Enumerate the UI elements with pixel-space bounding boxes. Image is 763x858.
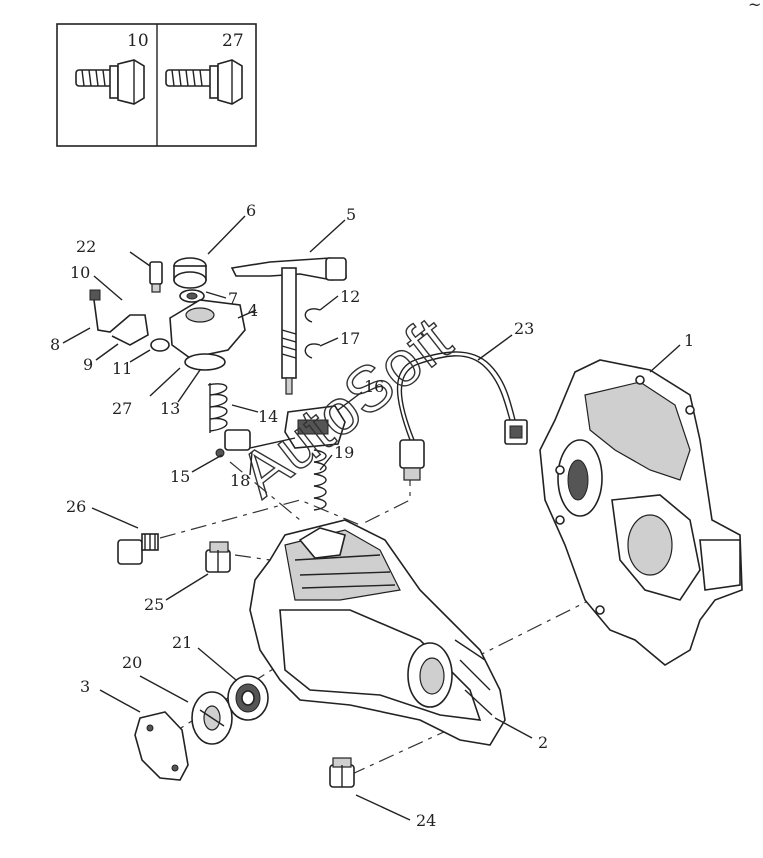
- bolt-27-icon: [165, 59, 243, 105]
- drain-plug-24: [329, 757, 355, 788]
- callout-24: 24: [416, 811, 436, 830]
- callout-15: 15: [170, 467, 190, 486]
- callout-23: 23: [514, 319, 534, 338]
- callout-11: 11: [112, 359, 132, 378]
- callout-13: 13: [160, 399, 180, 418]
- callout-20: 20: [122, 653, 142, 672]
- bolt-10-icon: [75, 59, 145, 105]
- callout-12: 12: [340, 287, 360, 306]
- plate-20: [191, 691, 233, 745]
- callout-21: 21: [172, 633, 192, 652]
- callout-10: 10: [70, 263, 90, 282]
- callout-1: 1: [684, 331, 694, 350]
- callout-3: 3: [80, 677, 90, 696]
- shift-mechanism: [89, 257, 347, 511]
- callout-26: 26: [66, 497, 86, 516]
- callout-18: 18: [230, 471, 250, 490]
- callout-14: 14: [258, 407, 278, 426]
- callout-17: 17: [340, 329, 360, 348]
- plug-26: [117, 533, 159, 565]
- callout-4: 4: [248, 301, 258, 320]
- callout-27: 27: [112, 399, 132, 418]
- cover-plate-3: [134, 711, 189, 781]
- bearing-21: [227, 675, 269, 721]
- callout-9: 9: [83, 355, 93, 374]
- callout-16: 16: [364, 377, 384, 396]
- callout-5: 5: [346, 205, 356, 224]
- callout-8: 8: [50, 335, 60, 354]
- callout-25: 25: [144, 595, 164, 614]
- transmission-case-1: [539, 359, 743, 666]
- leader-lines: [62, 215, 681, 821]
- callout-numbers: 1 2 3 4 5 6 7 8 9 10 11 12 13 14 15 16 1…: [50, 201, 694, 830]
- callout-22: 22: [76, 237, 96, 256]
- callout-2: 2: [538, 733, 548, 752]
- callout-19: 19: [334, 443, 354, 462]
- inset-label-10: 10: [127, 31, 149, 51]
- fill-plug-25: [205, 541, 231, 573]
- corner-mark: ~: [748, 0, 761, 14]
- sensor-23: [396, 351, 528, 481]
- callout-7: 7: [228, 289, 238, 308]
- callout-6: 6: [246, 201, 256, 220]
- transmission-housing-2: [249, 519, 506, 746]
- bolt-inset-box: 10 27: [56, 23, 257, 147]
- inset-label-27: 27: [222, 31, 244, 51]
